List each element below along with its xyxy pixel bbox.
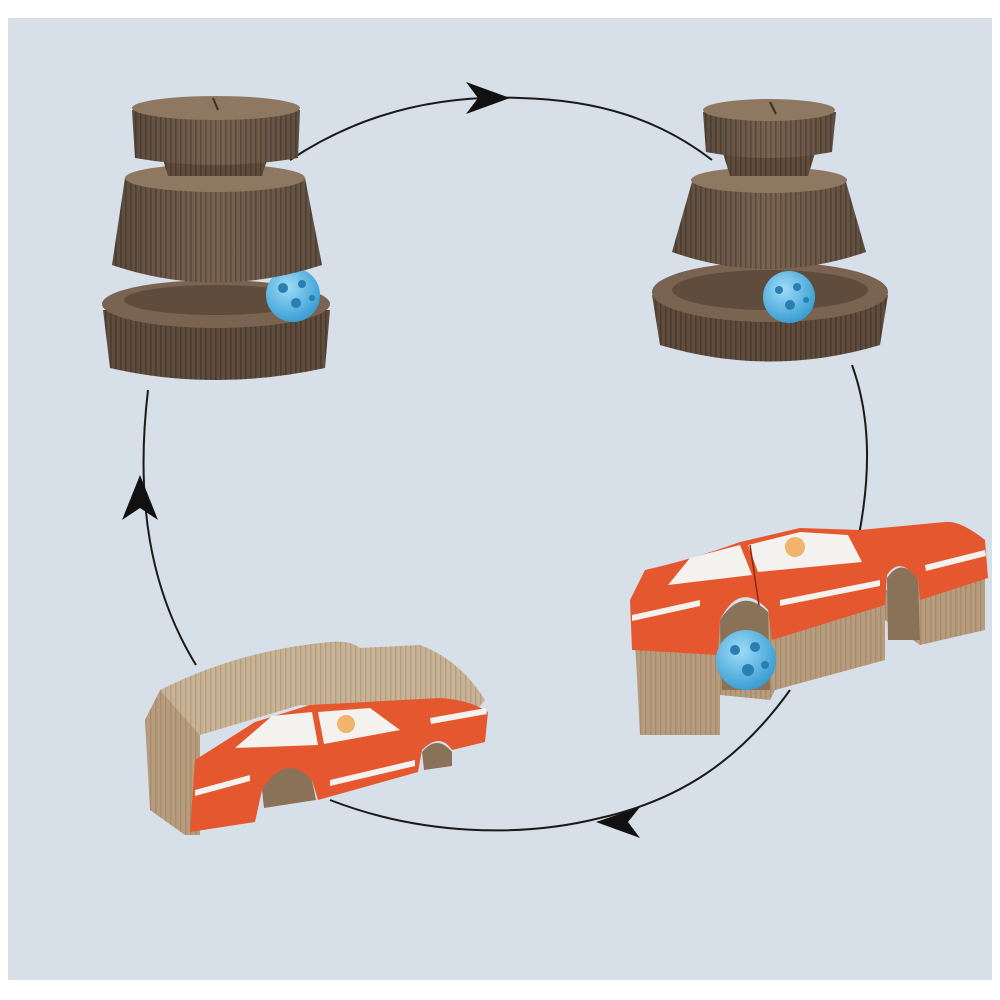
cycle-line-right [851, 364, 868, 541]
cycle-lines [142, 96, 868, 832]
tower-scratcher-top-left [102, 96, 330, 380]
arrow-left-icon [122, 475, 158, 520]
cycle-line-bottom [329, 799, 601, 832]
cycle-line-bottom-right [599, 689, 791, 819]
car-scratcher-right [630, 521, 988, 735]
arrow-top-icon [466, 82, 510, 114]
cycle-line-top [289, 96, 713, 161]
car-scratcher-left [145, 641, 488, 835]
tower-scratcher-top-right [652, 99, 888, 362]
cycle-line-left [142, 389, 197, 666]
background-panel [8, 18, 992, 980]
arrow-bottom-icon [596, 807, 640, 838]
